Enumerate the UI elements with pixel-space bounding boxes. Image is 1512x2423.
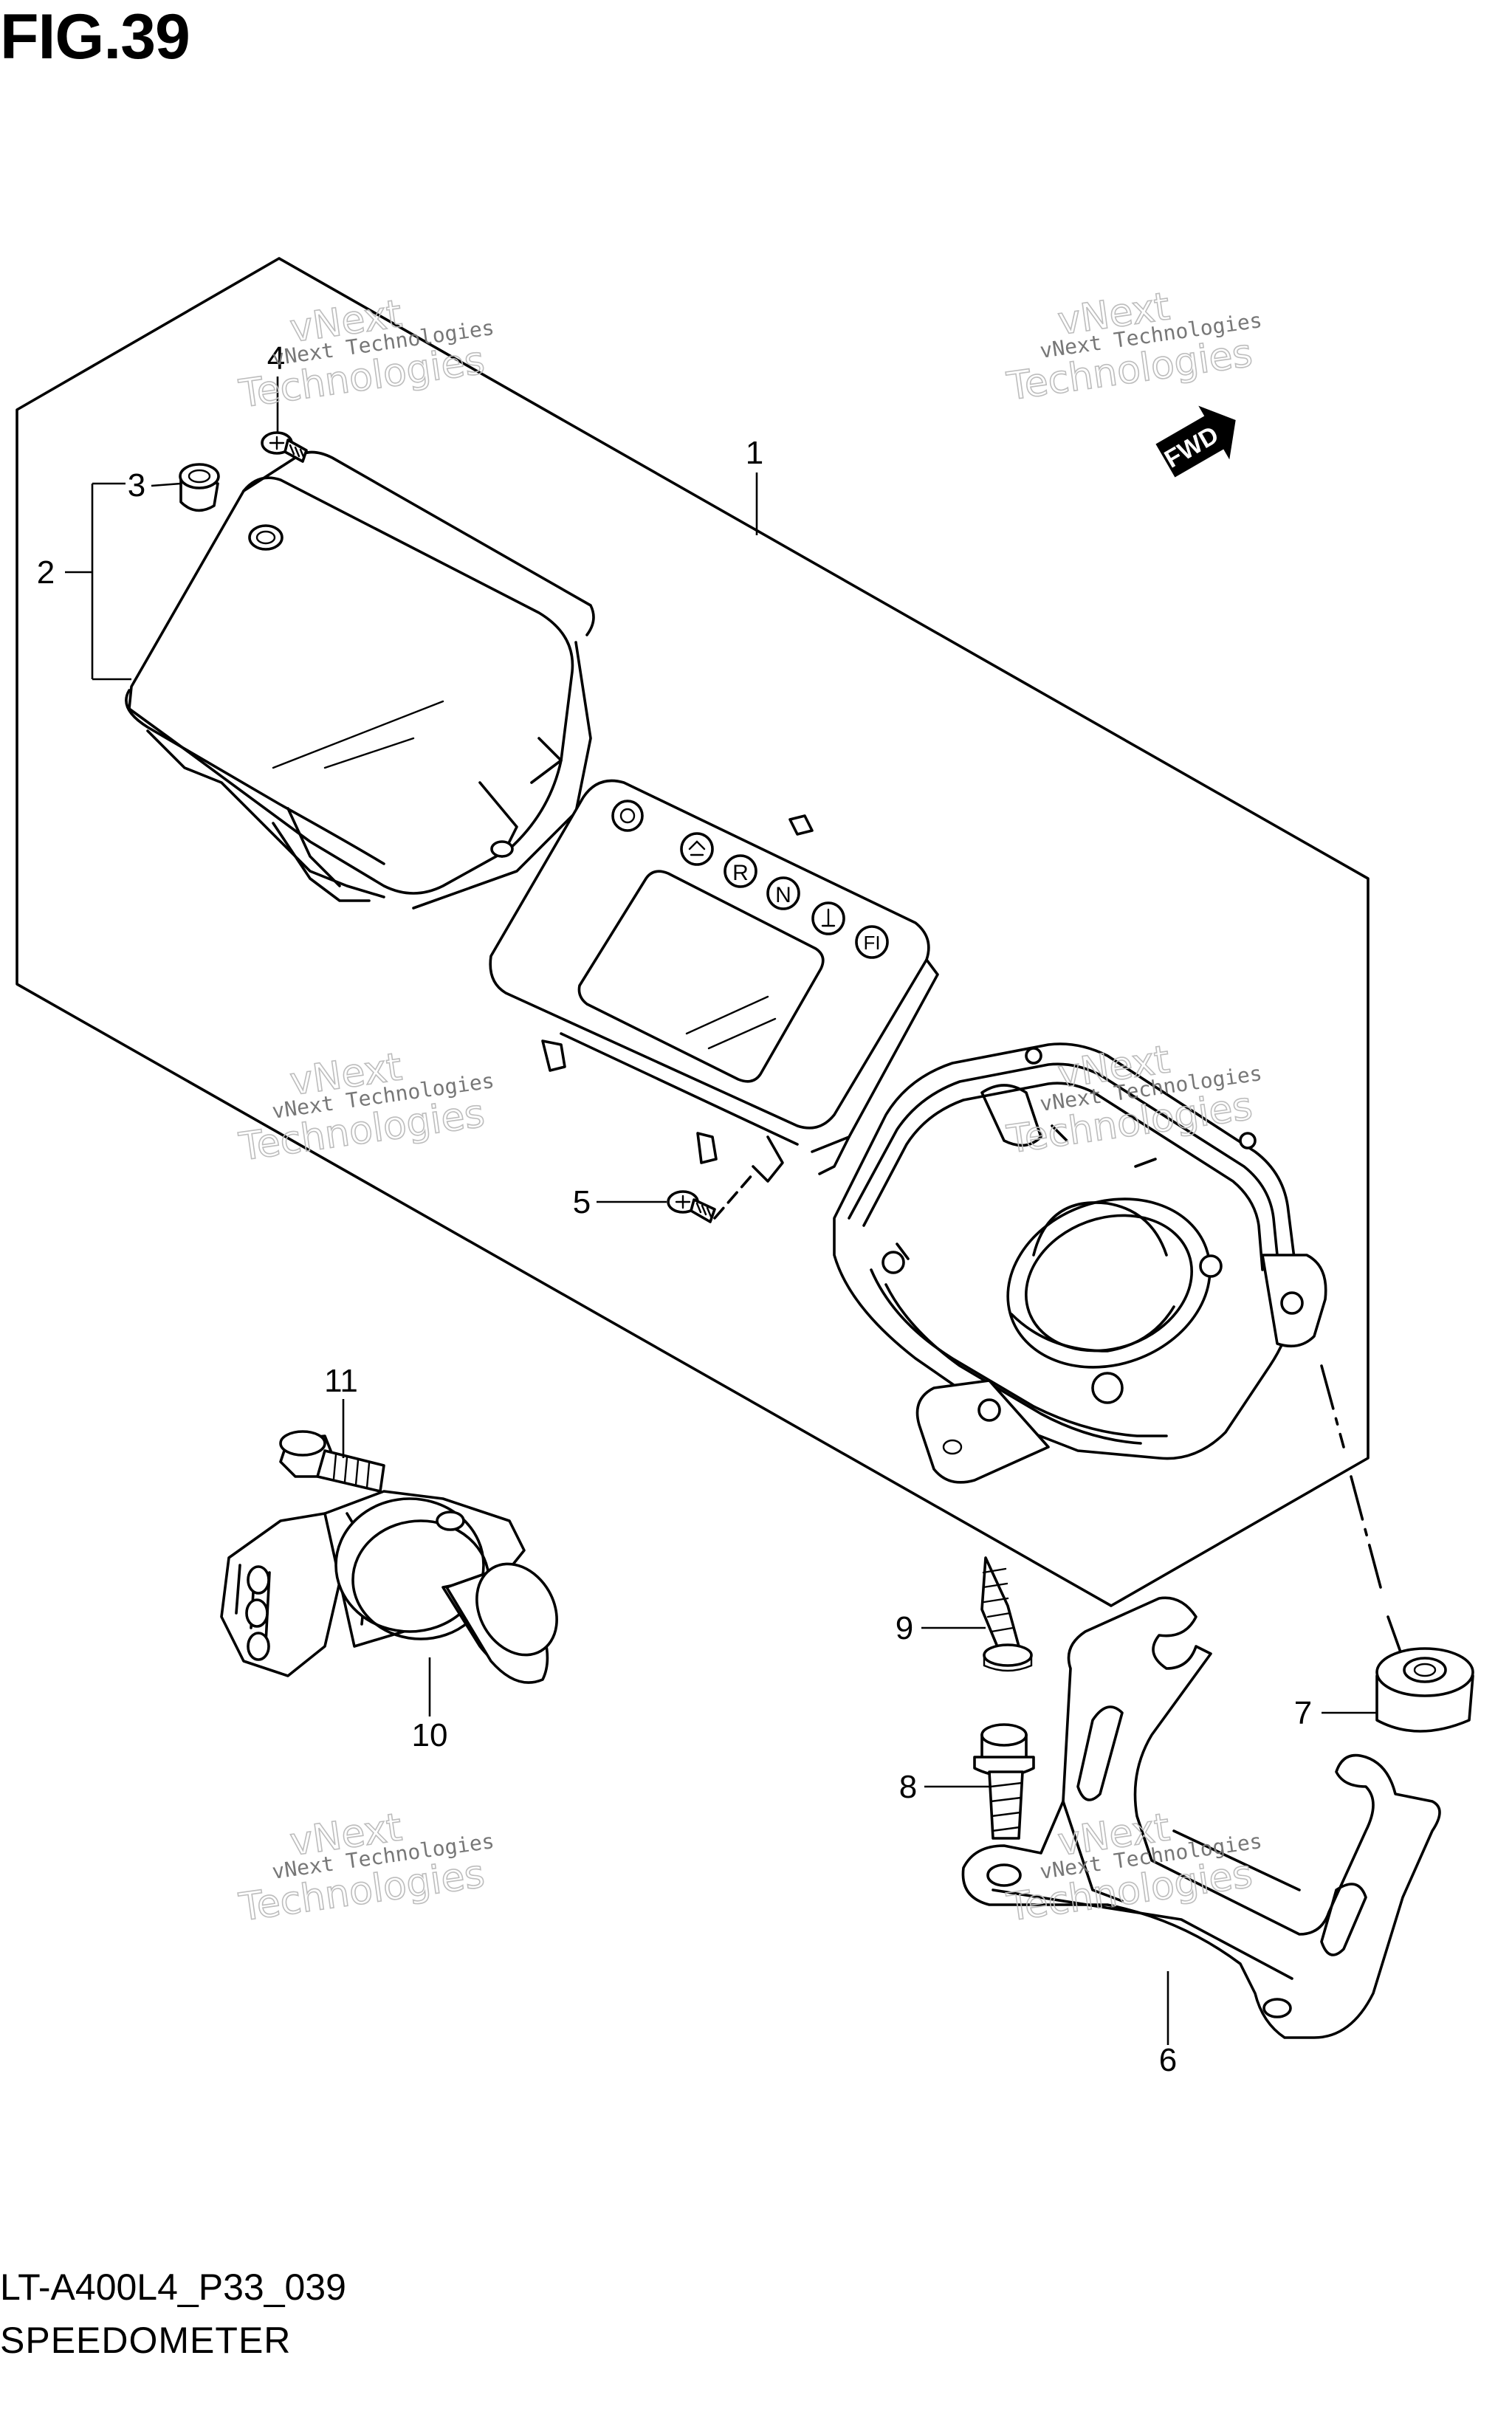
callout-9: 9 <box>896 1610 913 1646</box>
callout-4: 4 <box>267 340 285 377</box>
section-name: SPEEDOMETER <box>0 2320 292 2361</box>
callout-11: 11 <box>324 1363 358 1399</box>
part-9-screw <box>980 1556 1033 1672</box>
part-4-screw <box>261 431 308 463</box>
part-11-bolt <box>279 1430 385 1493</box>
callout-3: 3 <box>128 467 145 503</box>
assembly-boundary <box>16 257 1370 1607</box>
callout-7: 7 <box>1294 1695 1312 1731</box>
model-code: LT-A400L4_P33_039 <box>0 2266 346 2308</box>
part-10-speed-sensor <box>220 1490 558 1684</box>
part-meter-case <box>833 1042 1327 1484</box>
part-5-screw <box>667 1172 755 1223</box>
callout-5: 5 <box>573 1184 591 1220</box>
callout-8: 8 <box>899 1769 917 1805</box>
watermark-2: vNext vNext Technologies Technologies <box>1003 284 1263 410</box>
indicator-n: N <box>775 883 791 907</box>
callout-6: 6 <box>1159 2042 1177 2078</box>
part-6-bracket <box>961 1596 1441 2039</box>
watermark-5: vNext vNext Technologies Technologies <box>236 1805 495 1931</box>
figure-title: FIG.39 <box>0 1 190 72</box>
watermark-3: vNext vNext Technologies Technologies <box>236 1045 495 1171</box>
part-display-panel: R N FI <box>489 779 939 1183</box>
part-7-grommet <box>1375 1647 1474 1733</box>
indicator-fi: FI <box>863 932 880 954</box>
part-2-meter-cover <box>125 450 595 910</box>
part-8-bolt <box>973 1723 1035 1840</box>
callout-2: 2 <box>37 554 55 591</box>
callout-1: 1 <box>746 435 763 471</box>
callout-10: 10 <box>412 1717 448 1753</box>
watermark-1: vNext vNext Technologies Technologies <box>236 292 495 418</box>
part-3-cap <box>179 463 220 512</box>
fwd-arrow-badge: FWD <box>1155 405 1236 478</box>
indicator-r: R <box>732 861 749 885</box>
